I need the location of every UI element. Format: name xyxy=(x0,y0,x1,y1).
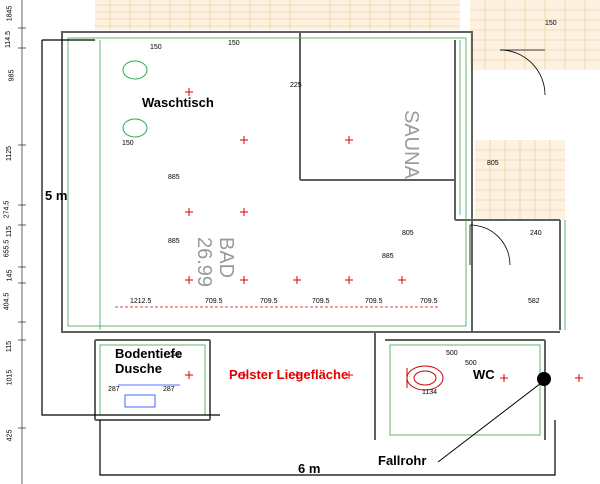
left-dim-11: 1015 xyxy=(6,369,14,386)
num-17: 240 xyxy=(530,230,542,237)
num-3: 225 xyxy=(290,82,302,89)
num-13: 287 xyxy=(163,386,175,393)
bottom-dim-5: 709.5 xyxy=(365,298,383,305)
shower-drain xyxy=(118,384,180,408)
num-4: 805 xyxy=(487,160,499,167)
bottom-dim-1: 1212.5 xyxy=(130,298,152,305)
waschtisch-label: Waschtisch xyxy=(142,95,214,110)
fallrohr-label: Fallrohr xyxy=(378,453,427,468)
bad-area-label: 26.99 xyxy=(193,237,215,287)
num-11: 1134 xyxy=(422,389,438,396)
bottom-dim-3: 709.5 xyxy=(260,298,278,305)
walls xyxy=(61,31,561,440)
num-12: 287 xyxy=(108,386,120,393)
left-dim-7: 655.5 xyxy=(3,239,11,258)
left-dim-3: 985 xyxy=(8,69,16,82)
dimension-lines xyxy=(41,39,556,476)
bottom-dim-4: 709.5 xyxy=(312,298,330,305)
six-m-label: 6 m xyxy=(298,461,321,476)
num-1: 150 xyxy=(150,44,162,51)
lamp-markers xyxy=(185,88,583,382)
left-dim-2: 114.5 xyxy=(5,31,12,48)
bottom-dim-2: 709.5 xyxy=(205,298,223,305)
num-16: 240 xyxy=(170,352,182,359)
washbasins xyxy=(122,60,148,138)
num-15: 150 xyxy=(545,20,557,27)
tile-hatch-top xyxy=(95,0,460,30)
five-m-label: 5 m xyxy=(45,188,68,203)
bad-label: BAD xyxy=(215,237,237,278)
num-2: 150 xyxy=(228,40,240,47)
left-dim-12: 425 xyxy=(6,429,14,442)
bottom-dim-7: 582 xyxy=(528,298,540,305)
left-dim-1: 1845 xyxy=(6,5,14,22)
left-dim-5: 274.5 xyxy=(3,200,11,219)
num-14: 150 xyxy=(122,140,134,147)
num-9: 500 xyxy=(446,350,458,357)
fallrohr-pointer xyxy=(437,379,546,463)
num-6: 885 xyxy=(168,174,180,181)
left-dim-10: 115 xyxy=(6,340,14,353)
wc-label: WC xyxy=(473,367,495,382)
tile-hatch-right xyxy=(470,0,600,220)
left-dim-4: 1125 xyxy=(6,145,14,162)
num-5: 805 xyxy=(402,230,414,237)
num-10: 500 xyxy=(465,360,477,367)
wc-fixture xyxy=(406,365,444,391)
left-dim-9: 404.5 xyxy=(3,292,11,311)
num-7: 885 xyxy=(168,238,180,245)
left-ruler-ticks xyxy=(18,27,26,429)
left-dim-6: 115 xyxy=(6,225,14,238)
fallrohr-pipe xyxy=(537,372,551,386)
door-arcs xyxy=(469,49,546,266)
num-8: 885 xyxy=(382,253,394,260)
sauna-label: SAUNA xyxy=(400,110,422,180)
left-dim-8: 145 xyxy=(6,269,14,282)
dusche-label: Dusche xyxy=(115,361,162,376)
bodentiefe-label: Bodentiefe xyxy=(115,346,183,361)
green-lines xyxy=(67,37,566,436)
polster-label: Polster Liegefläche xyxy=(229,367,349,382)
bottom-dim-6: 709.5 xyxy=(420,298,438,305)
